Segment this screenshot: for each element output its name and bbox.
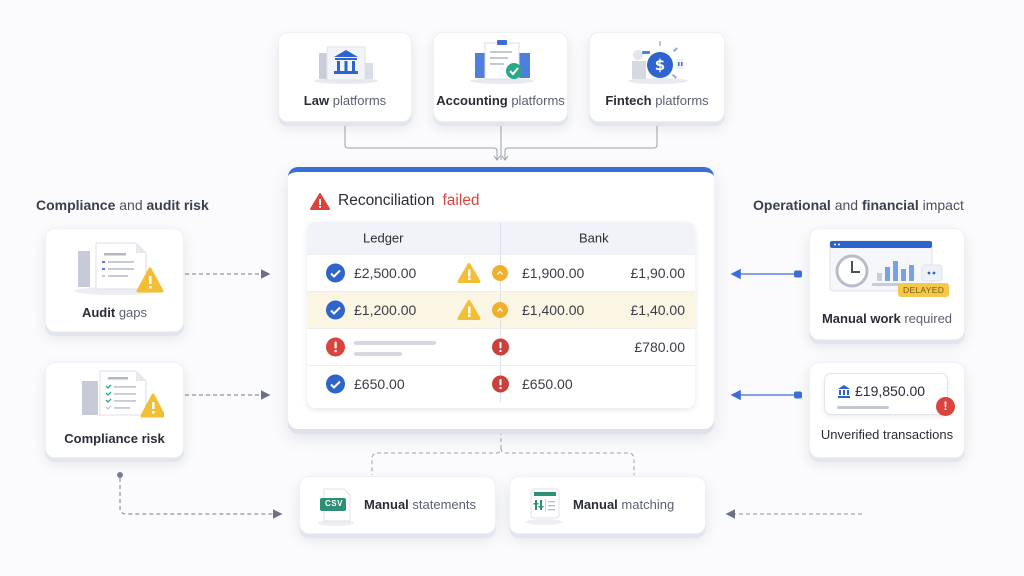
table-header: Ledger Bank	[307, 222, 695, 254]
unverified-transactions-card[interactable]: £19,850.00 ! Unverified transactions	[809, 362, 965, 458]
warning-triangle-icon	[457, 300, 481, 320]
manual-statements-card[interactable]: CSV Manual statements	[299, 476, 496, 534]
fintech-platforms-card[interactable]: $ Fintech platforms	[589, 32, 725, 122]
accounting-platforms-card[interactable]: Accounting platforms	[433, 32, 568, 122]
manual-work-card[interactable]: DELAYED Manual work required	[809, 228, 965, 340]
column-ledger: Ledger	[363, 230, 404, 246]
caution-circle-icon	[492, 265, 508, 281]
bank-icon	[838, 385, 850, 398]
svg-text:$: $	[655, 56, 665, 74]
manual-statements-label: Manual statements	[364, 497, 477, 512]
error-badge-icon: !	[936, 397, 955, 416]
document-warning-icon	[74, 242, 164, 295]
law-platforms-card[interactable]: Law platforms	[278, 32, 412, 122]
ledger-amount: £2,500.00	[354, 265, 417, 281]
manual-work-label: Manual work required	[821, 311, 953, 326]
bank-amount: £650.00	[522, 376, 573, 392]
bank-amount: £1,400.00	[522, 302, 585, 318]
table-row[interactable]: £650.00 £650.00	[307, 365, 695, 402]
warning-triangle-icon	[457, 263, 481, 283]
error-circle-icon	[326, 337, 345, 357]
accounting-platforms-label: Accounting platforms	[436, 93, 565, 108]
manual-matching-label: Manual matching	[573, 497, 675, 512]
compliance-section-title: Compliance and audit risk	[36, 197, 209, 213]
compliance-risk-label: Compliance risk	[64, 431, 165, 446]
table-row[interactable]: £2,500.00 £1,900.00 £1,90.00	[307, 254, 695, 291]
compliance-risk-card[interactable]: Compliance risk	[45, 362, 184, 458]
csv-file-icon	[318, 488, 354, 526]
spreadsheet-icon	[526, 488, 562, 525]
check-circle-icon	[326, 374, 345, 394]
law-platforms-label: Law platforms	[303, 93, 387, 108]
bank-amount-secondary: £1,40.00	[630, 302, 686, 318]
operational-section-title: Operational and financial impact	[753, 197, 964, 213]
document-check-icon	[470, 40, 534, 84]
table-row[interactable]: £780.00	[307, 328, 695, 365]
ledger-amount: £650.00	[354, 376, 405, 392]
fintech-platforms-label: Fintech platforms	[605, 93, 709, 108]
unverified-amount: £19,850.00	[855, 383, 926, 399]
unverified-transactions-label: Unverified transactions	[820, 427, 954, 442]
ledger-amount: £1,200.00	[354, 302, 417, 318]
error-circle-icon	[492, 338, 509, 356]
check-circle-icon	[326, 300, 345, 320]
bank-amount-secondary: £1,90.00	[630, 265, 686, 281]
bank-building-icon	[314, 46, 378, 84]
bank-amount: £1,900.00	[522, 265, 585, 281]
alert-triangle-icon	[310, 193, 330, 210]
bank-amount-secondary: £780.00	[634, 339, 685, 355]
delayed-badge: DELAYED	[898, 283, 950, 297]
check-circle-icon	[326, 263, 345, 283]
amount-box: £19,850.00	[824, 373, 948, 415]
missing-value-placeholder	[354, 341, 436, 345]
column-bank: Bank	[579, 230, 609, 246]
manual-matching-card[interactable]: Manual matching	[509, 476, 706, 534]
csv-label: CSV	[325, 499, 343, 508]
status-failed: failed	[442, 192, 480, 209]
reconciliation-table: Ledger Bank £2,500.00 £1,900.00 £1,90.00…	[307, 222, 695, 408]
dollar-coin-icon: $	[628, 41, 688, 84]
table-row[interactable]: £1,200.00 £1,400.00 £1,40.00	[307, 291, 695, 328]
audit-gaps-card[interactable]: Audit gaps	[45, 228, 184, 332]
caution-circle-icon	[492, 302, 508, 318]
checklist-warning-icon	[82, 370, 164, 418]
error-circle-icon	[492, 375, 509, 393]
clock-chart-icon	[829, 240, 943, 292]
audit-gaps-label: Audit gaps	[81, 305, 148, 320]
